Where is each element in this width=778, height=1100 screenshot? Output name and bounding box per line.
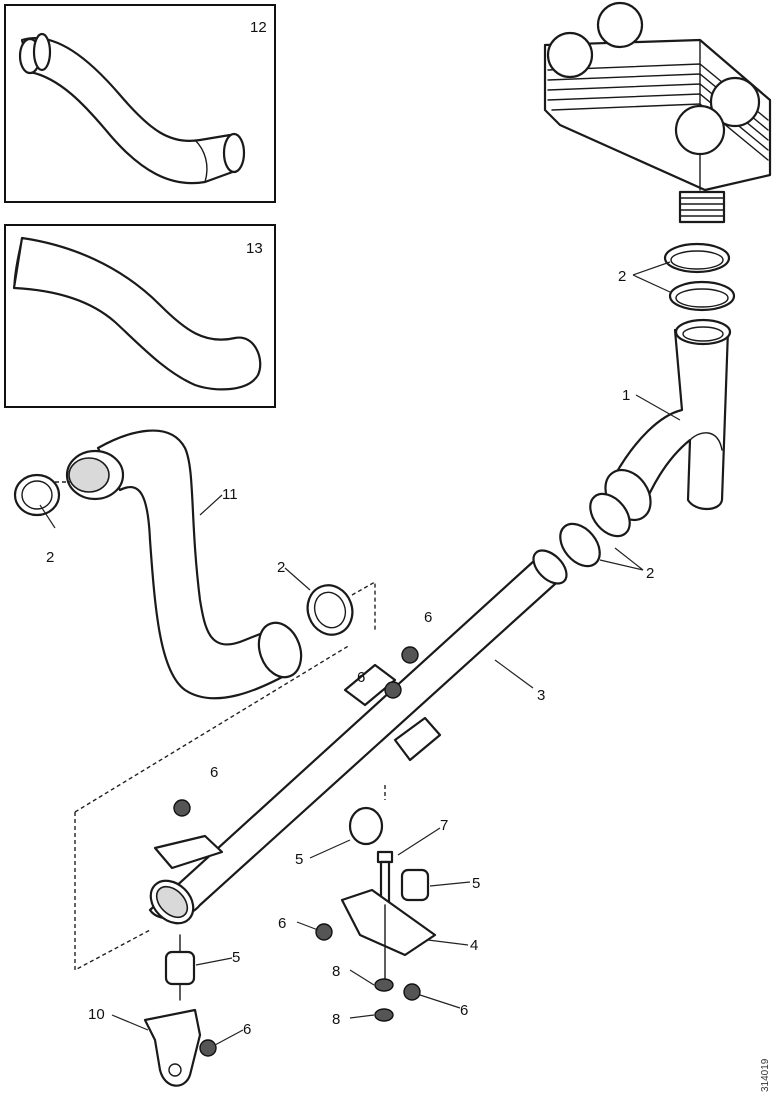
callout-9: 8 (332, 1011, 340, 1028)
cooler-outlet-bellows (678, 190, 726, 224)
assembly-outline (74, 644, 351, 972)
nut-6-b (384, 681, 402, 699)
bracket-4 (340, 888, 437, 991)
document-id: 314019 (760, 1058, 771, 1092)
callout-2-right: 2 (646, 565, 654, 582)
callout-7: 7 (440, 817, 448, 834)
bracket-10 (143, 1008, 202, 1087)
cooler-port-1 (546, 31, 594, 79)
callout-2-mid: 2 (277, 559, 285, 576)
hose-variant-13 (12, 236, 262, 391)
hose-11 (65, 429, 303, 700)
inset-12-label: 12 (250, 19, 267, 36)
pipe-bracket-upper (343, 663, 397, 707)
callout-10: 10 (88, 1006, 105, 1023)
rubber-mount-center (348, 806, 384, 846)
pipe-bracket-lower (393, 716, 442, 762)
callout-labels: 2 1 2 3 2 2 11 6 6 6 7 5 5 6 4 5 8 6 8 1… (46, 268, 654, 1038)
callout-6-f: 6 (243, 1021, 251, 1038)
clamp-pair-mid (559, 492, 631, 568)
callout-5-c: 5 (232, 949, 240, 966)
callout-6-b: 6 (357, 669, 365, 686)
oil-cooler (543, 1, 772, 224)
inset-13-label: 13 (246, 240, 263, 257)
washer-8-a (374, 978, 394, 992)
cooler-port-4 (674, 104, 726, 156)
clamp-left (13, 473, 70, 517)
washer-8-b (374, 1008, 394, 1022)
callout-3: 3 (537, 687, 545, 704)
hose-variant-12 (18, 32, 246, 185)
callout-5-b: 5 (472, 875, 480, 892)
nut-6-e (403, 983, 421, 1001)
clamp-center (306, 580, 376, 636)
callout-2-top: 2 (618, 268, 626, 285)
callout-6-d: 6 (278, 915, 286, 932)
clamp-pair-top (663, 242, 736, 312)
pipe-mount-plate (153, 834, 224, 870)
inset-13: 13 (4, 224, 276, 408)
callout-6-e: 6 (460, 1002, 468, 1019)
pipe-3 (148, 549, 568, 925)
nut-6-d (315, 923, 333, 941)
callout-4: 4 (470, 937, 478, 954)
callout-11: 11 (222, 486, 238, 503)
rubber-mount-left (164, 934, 196, 1001)
nut-6-c (173, 799, 191, 817)
inset-12: 12 (4, 4, 276, 203)
leader-lines (39, 261, 681, 1046)
cooler-port-2 (596, 1, 644, 49)
callout-8: 8 (332, 963, 340, 980)
nut-6-a (401, 646, 419, 664)
nut-6-f (199, 1039, 217, 1057)
rubber-mount-right (400, 868, 430, 902)
cooler-port-3 (709, 76, 761, 128)
callout-6-a: 6 (424, 609, 432, 626)
callout-5-a: 5 (295, 851, 303, 868)
callout-2-left: 2 (46, 549, 54, 566)
callout-6-c: 6 (210, 764, 218, 781)
callout-1: 1 (622, 387, 630, 404)
elbow-hose-1 (604, 318, 732, 522)
